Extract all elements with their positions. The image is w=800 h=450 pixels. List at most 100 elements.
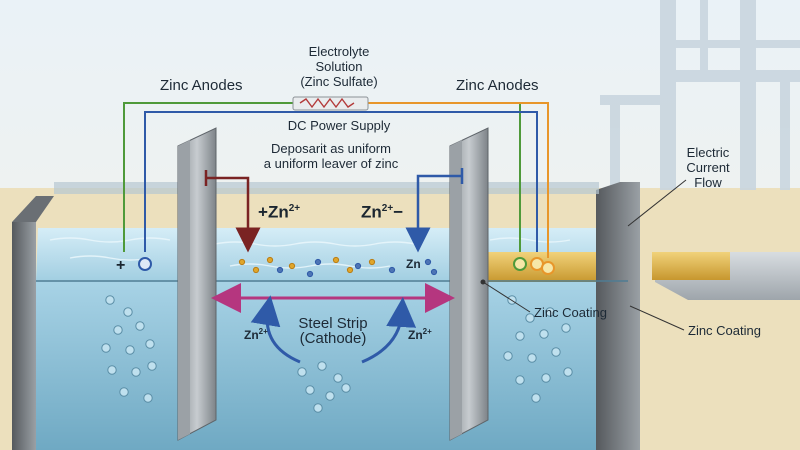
bubble (341, 383, 351, 393)
cathode-ion-label: Zn2+− (361, 201, 404, 222)
right-lower-ion-charge: 2+ (422, 327, 432, 336)
ion-dot (276, 266, 284, 274)
bubble (135, 321, 145, 331)
zinc-coating-inner-label: Zinc Coating (534, 305, 607, 320)
steel-strip-line-2: (Cathode) (299, 330, 367, 347)
bubble (147, 361, 157, 371)
bubble (531, 393, 541, 403)
bubble (325, 391, 335, 401)
zinc-anodes-right-label: Zinc Anodes (456, 77, 539, 94)
tank-left-wall (12, 196, 54, 222)
bubble (297, 367, 307, 377)
power-supply-symbol (292, 96, 369, 111)
background-structure (600, 0, 800, 190)
power-supply-label: DC Power Supply (287, 118, 391, 133)
bubble (317, 361, 327, 371)
left-curved-ion-arrow (250, 295, 301, 364)
left-anode-plate (177, 127, 217, 441)
tank-right-wall (596, 182, 640, 450)
anode-ion-charge: 2+ (288, 203, 301, 214)
steel-strip-line-1: Steel Strip (298, 315, 368, 332)
zinc-ion-dot (288, 262, 296, 270)
zinc-ion-dot (238, 258, 246, 266)
electric-current-line-2: Current (686, 160, 730, 175)
left-lower-ion-label: Zn2+ (244, 324, 268, 343)
bubble (561, 323, 571, 333)
bubble (113, 325, 123, 335)
electrolyte-line-2: Solution (315, 59, 363, 74)
right-curved-ion-arrow (361, 297, 417, 364)
bubble (105, 295, 115, 305)
bubble (305, 385, 315, 395)
zinc-ion-dot (346, 266, 354, 274)
tank-back-rim (54, 182, 599, 194)
surface-ion-label: Zn (406, 257, 421, 271)
bubble (107, 365, 117, 375)
electrolyte-line-3: (Zinc Sulfate) (300, 74, 378, 89)
electrolyte-line-1: Electrolyte (308, 44, 370, 59)
bubble (119, 387, 129, 397)
anode-ion-symbol: Zn (267, 202, 289, 222)
cathode-ion-symbol: Zn (361, 202, 382, 222)
ion-dot (354, 262, 362, 270)
bubble (503, 351, 513, 361)
left-lower-ion-symbol: Zn (244, 328, 259, 342)
bubble (563, 367, 573, 377)
bubble (131, 367, 141, 377)
zinc-ion-dot (266, 256, 274, 264)
ion-dot (314, 258, 322, 266)
left-plus-terminal: + (116, 257, 126, 274)
deposit-line-1: Deposarit as uniform (271, 141, 391, 156)
zinc-anodes-left-label: Zinc Anodes (160, 77, 243, 94)
bubble (515, 331, 525, 341)
anode-terminals (138, 257, 555, 275)
bubble (539, 329, 549, 339)
electric-current-label: Electric Current Flow (686, 145, 729, 190)
tank-left-wall-front (12, 222, 36, 450)
bubble (333, 373, 343, 383)
bubble (525, 313, 535, 323)
cathode-ion-charge: 2+ (381, 203, 394, 214)
bubble (515, 375, 525, 385)
ion-dot (424, 258, 432, 266)
blue-wire (144, 111, 538, 252)
leader-lines (482, 179, 687, 331)
bubble (145, 339, 155, 349)
deposit-line-2: a uniform leaver of zinc (263, 156, 399, 171)
electric-current-line-3: Flow (694, 175, 722, 190)
bubble (101, 343, 111, 353)
bubble (123, 307, 133, 317)
anode-ion-arrow (206, 176, 261, 253)
cathode-minus-sign: − (393, 202, 404, 222)
zinc-coated-strip-exit (652, 252, 730, 280)
cathode-ion-arrow (405, 174, 462, 253)
ion-dot (430, 268, 438, 276)
bubble (143, 393, 153, 403)
electrolyte-label: Electrolyte Solution (Zinc Sulfate) (300, 44, 377, 89)
steel-strip-label: Steel Strip (Cathode) (298, 316, 367, 346)
orange-wire (368, 102, 549, 258)
bubble (527, 353, 537, 363)
zinc-coating-outer-label: Zinc Coating (688, 323, 761, 338)
ion-bubbles (101, 256, 573, 413)
bubble (551, 347, 561, 357)
right-anode-plate (449, 127, 489, 441)
zinc-ion-dot (368, 258, 376, 266)
left-lower-ion-charge: 2+ (258, 327, 268, 336)
electric-current-line-1: Electric (686, 145, 730, 160)
zinc-ion-dot (252, 266, 260, 274)
deposit-label: Deposarit as uniform a uniform leaver of… (264, 141, 398, 171)
coating-point-marker (480, 279, 486, 285)
ion-dot (306, 270, 314, 278)
bubble (125, 345, 135, 355)
anode-ion-label: +Zn2+ (258, 201, 301, 222)
bubble (545, 307, 555, 317)
anode-plus-sign: + (258, 202, 268, 222)
bubble (313, 403, 323, 413)
bubble (541, 373, 551, 383)
ion-dot (388, 266, 396, 274)
zinc-ion-dot (332, 256, 340, 264)
right-lower-ion-symbol: Zn (408, 328, 423, 342)
right-lower-ion-label: Zn2+ (408, 324, 432, 343)
